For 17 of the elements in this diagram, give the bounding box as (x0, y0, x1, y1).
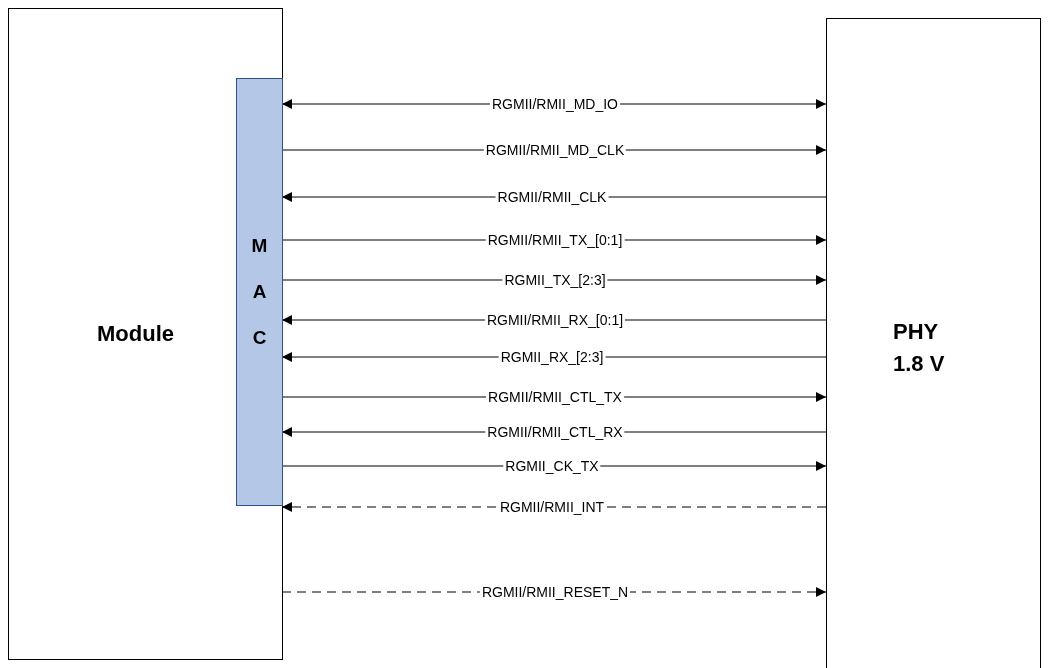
signal-label: RGMII/RMII_MD_IO (490, 96, 620, 112)
module-label: Module (97, 321, 174, 347)
mac-label: M A C (250, 234, 269, 350)
module-box (8, 8, 283, 660)
phy-label: PHY 1.8 V (893, 318, 946, 378)
signal-label: RGMII/RMII_CTL_TX (486, 389, 624, 405)
signal-label: RGMII/RMII_CLK (495, 189, 609, 205)
signal-label: RGMII/RMII_MD_CLK (483, 142, 627, 158)
signal-label: RGMII/RMII_RX_[0:1] (484, 312, 626, 328)
signal-label: RGMII_TX_[2:3] (502, 272, 608, 288)
phy-box (826, 18, 1041, 668)
signal-label: RGMII/RMII_TX_[0:1] (485, 232, 625, 248)
signal-label: RGMII/RMII_RESET_N (479, 584, 631, 600)
signal-label: RGMII_CK_TX (503, 458, 601, 474)
mac-bar (236, 78, 283, 506)
signal-label: RGMII_RX_[2:3] (498, 349, 606, 365)
signal-label: RGMII/RMII_CTL_RX (485, 424, 625, 440)
